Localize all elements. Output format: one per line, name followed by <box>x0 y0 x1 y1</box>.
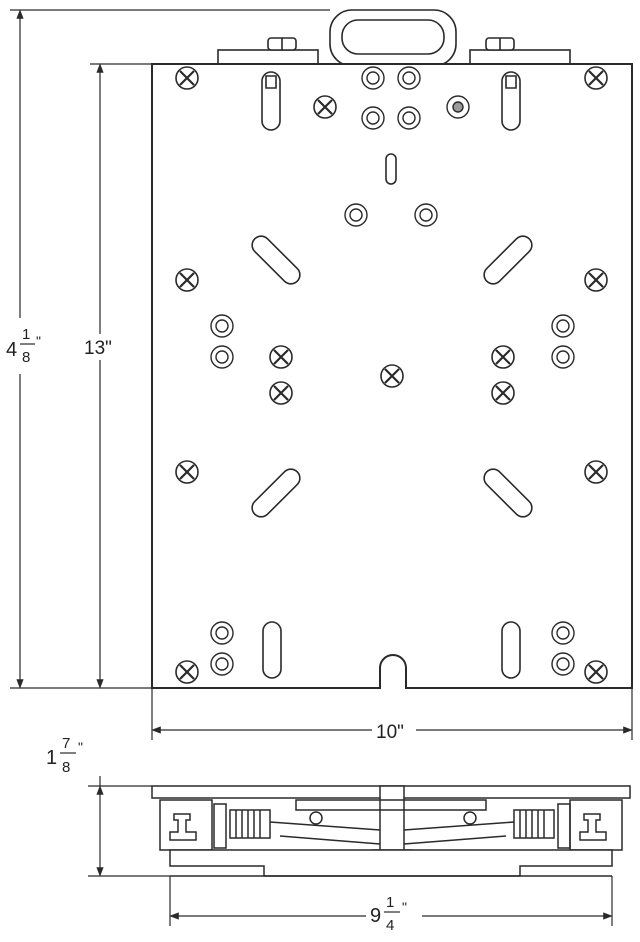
washer <box>551 652 575 676</box>
svg-text:1: 1 <box>46 747 57 769</box>
svg-text:4: 4 <box>386 917 394 934</box>
bottom-slot <box>262 621 282 679</box>
washer <box>210 621 234 645</box>
svg-text:9: 9 <box>370 905 381 927</box>
svg-text:7: 7 <box>62 735 70 752</box>
top-bracket-left <box>217 37 319 65</box>
diagonal-slot <box>251 235 301 285</box>
svg-text:": " <box>402 899 407 915</box>
center-slot <box>385 153 397 185</box>
screw <box>269 381 293 405</box>
washer <box>210 314 234 338</box>
washer <box>361 106 385 130</box>
profile-center-post <box>379 785 405 853</box>
svg-text:4: 4 <box>6 339 17 361</box>
screw <box>313 95 337 119</box>
side-view <box>151 785 631 877</box>
screw <box>491 345 515 369</box>
washers <box>210 66 575 676</box>
screw <box>491 381 515 405</box>
profile-linkage <box>213 799 571 849</box>
svg-text:8: 8 <box>62 759 70 776</box>
profile-spring-right <box>513 809 555 839</box>
svg-text:": " <box>78 739 83 755</box>
washer <box>551 314 575 338</box>
svg-text:8: 8 <box>22 349 30 366</box>
diagonal-slot <box>251 468 301 518</box>
washer <box>397 66 421 90</box>
washer <box>344 203 368 227</box>
washer <box>210 345 234 369</box>
screw <box>584 460 608 484</box>
base-width-label: 9 1 4 " <box>366 894 422 940</box>
profile-base-plate <box>169 849 613 877</box>
svg-text:1: 1 <box>22 326 30 343</box>
screw <box>584 660 608 684</box>
profile-right-block <box>569 799 623 851</box>
washer <box>397 106 421 130</box>
screw <box>175 66 199 90</box>
washer <box>210 652 234 676</box>
screw <box>380 364 404 388</box>
knob <box>446 95 470 119</box>
profile-height-label: 1 7 8 " <box>44 730 104 776</box>
screws <box>175 66 608 684</box>
carry-handle <box>329 9 457 67</box>
screw <box>584 66 608 90</box>
washer <box>414 203 438 227</box>
plate-height-label: 13" <box>84 338 112 359</box>
screw <box>175 660 199 684</box>
washer <box>551 345 575 369</box>
screw <box>175 460 199 484</box>
top-slot-right <box>501 71 521 131</box>
profile-spring-left <box>229 809 271 839</box>
profile-left-block <box>159 799 213 851</box>
overall-height-label: 4 1 8 " <box>6 326 41 366</box>
top-bracket-right <box>469 37 571 65</box>
svg-text:": " <box>36 333 41 349</box>
washer <box>551 621 575 645</box>
diagonal-slot <box>483 468 533 518</box>
screw <box>269 345 293 369</box>
bottom-slot <box>501 621 521 679</box>
top-slot-left <box>261 71 281 131</box>
svg-text:1: 1 <box>386 894 394 911</box>
screw <box>175 268 199 292</box>
plate-width-label: 10" <box>376 722 404 743</box>
diagonal-slot <box>483 235 533 285</box>
screw <box>584 268 608 292</box>
washer <box>361 66 385 90</box>
